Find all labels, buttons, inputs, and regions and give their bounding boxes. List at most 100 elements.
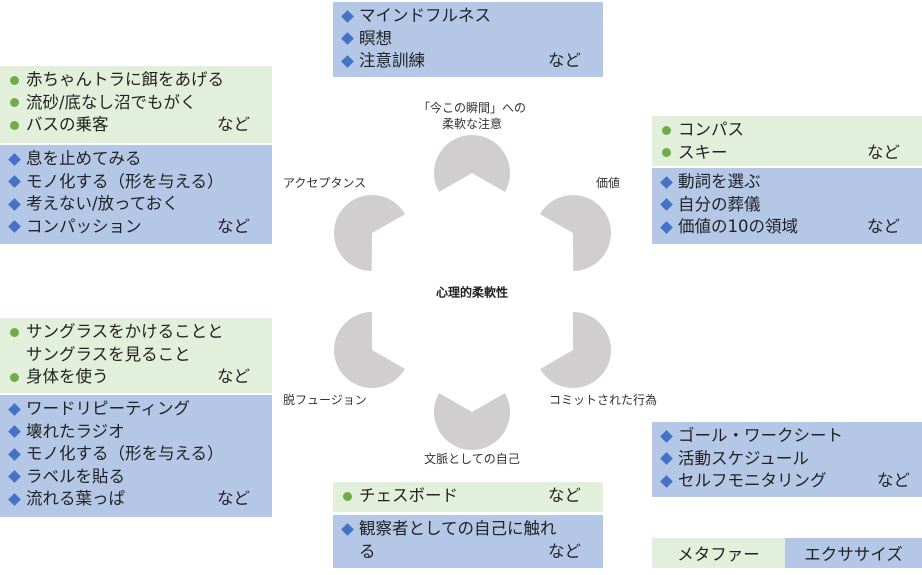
item-text: セルフモニタリング [678,471,827,490]
self-exercises-box: 観察者としての自己に触れる など [333,515,603,568]
item-text: 身体を使う [26,367,109,386]
list-item: 動詞を選ぶ [660,171,900,194]
label-present-moment: 「今この瞬間」への 柔軟な注意 [418,100,526,132]
list-item: 流砂/底なし沼でもがく [8,92,250,115]
acceptance-metaphors-box: 赤ちゃんトラに餌をあげる流砂/底なし沼でもがくバスの乗客 など [0,66,272,143]
item-text: ワードリピーティング [26,399,191,418]
pie-defusion [334,312,405,388]
list-item: 考えない/放っておく [8,193,250,216]
list-item: 価値の10の領域など [660,216,900,239]
item-text: 流砂/底なし沼でもがく [26,92,197,112]
list-item: モノ化する（形を与える） [8,443,250,466]
list-item: 観察者としての自己に触れ [341,518,581,541]
list-item: 息を止めてみる [8,148,250,171]
circle-bullet-icon [10,327,19,337]
item-text: 壊れたラジオ [26,421,125,441]
circle-bullet-icon [10,372,19,382]
list-item: マインドフルネス [341,5,581,28]
item-text: マインドフルネス [359,6,491,25]
pie-acceptance [334,195,406,271]
item-text: ゴール・ワークシート [678,426,843,445]
etc-label: など [867,142,900,162]
list-item: 活動スケジュール [660,448,910,471]
list-item: 身体を使うなど [8,366,250,389]
circle-bullet-icon [662,125,671,135]
list-item: バスの乗客 など [8,114,250,137]
item-text: 観察者としての自己に触れ [359,519,557,538]
list-item: 壊れたラジオ [8,421,250,444]
label-acceptance: アクセプタンス [283,176,367,190]
label-line: 柔軟な注意 [441,117,503,131]
label-self-as-context: 文脈としての自己 [424,452,520,466]
list-item: 流れる葉っぱなど [8,488,250,511]
pie-values [539,195,611,271]
list-item: 自分の葬儀 [660,194,900,217]
item-text: 注意訓練 [359,51,425,70]
label-values: 価値 [596,176,621,190]
list-item: セルフモニタリング など [660,470,910,493]
etc-label: など [217,115,250,134]
diamond-bullet-icon [8,220,21,234]
label-defusion: 脱フュージョン [283,393,367,407]
item-text: る [359,541,376,561]
item-text: サングラスを見ること [26,344,191,364]
etc-label: など [217,216,250,236]
item-text: 活動スケジュール [678,448,809,468]
item-text: コンパス [678,120,744,139]
defusion-metaphors-box: サングラスをかけることとサングラスを見ること身体を使うなど [0,318,272,393]
list-item: 瞑想 [341,28,581,51]
diamond-bullet-icon [8,470,21,484]
self-metaphors-box: チェスボード など [333,482,603,512]
diamond-bullet-icon [8,425,21,439]
committed-exercises-box: ゴール・ワークシート活動スケジュールセルフモニタリング など [652,422,922,497]
diamond-bullet-icon [660,220,673,234]
diamond-bullet-icon [8,402,21,416]
item-text: 瞑想 [359,28,392,48]
defusion-exercises-box: ワードリピーティング壊れたラジオモノ化する（形を与える）ラベルを貼る流れる葉っぱ… [0,395,272,517]
diamond-bullet-icon [660,452,673,466]
item-text: 息を止めてみる [26,149,142,168]
etc-label: など [548,486,581,505]
diamond-bullet-icon [8,175,21,189]
item-text: ラベルを貼る [26,466,125,486]
item-text: 考えない/放っておく [26,194,179,213]
item-text: 流れる葉っぱ [26,489,125,508]
item-text: バスの乗客 [26,115,109,134]
diamond-bullet-icon [660,474,673,488]
item-text: チェスボード [359,486,458,505]
pie-committed [540,311,611,388]
list-item: 注意訓練など [341,50,581,73]
diamond-bullet-icon [8,492,21,506]
legend-exercise: エクササイズ [785,538,922,568]
list-item: ワードリピーティング [8,398,250,421]
list-item: コンパス [660,119,900,142]
diamond-bullet-icon [660,175,673,189]
etc-label: など [548,541,581,561]
circle-bullet-icon [10,98,19,108]
present-exercises-box: マインドフルネス瞑想注意訓練など [333,2,603,77]
circle-bullet-icon [10,75,19,85]
list-item: スキーなど [660,142,900,165]
diamond-bullet-icon [8,447,21,461]
etc-label: など [877,471,910,490]
pie-present [433,135,510,192]
circle-bullet-icon [10,120,19,130]
list-item: モノ化する（形を与える） [8,171,250,194]
list-item: ラベルを貼る [8,466,250,489]
diamond-bullet-icon [341,9,354,23]
list-item: る など [341,541,581,564]
circle-bullet-icon [662,148,671,158]
list-item: ゴール・ワークシート [660,425,910,448]
list-item: 赤ちゃんトラに餌をあげる [8,69,250,92]
list-item: コンパッションなど [8,216,250,239]
center-title: 心理的柔軟性 [435,285,509,300]
values-exercises-box: 動詞を選ぶ自分の葬儀価値の10の領域など [652,168,922,244]
diamond-bullet-icon [341,522,354,536]
label-committed-action: コミットされた行為 [549,393,658,407]
pie-self [434,393,510,450]
item-text: 自分の葬儀 [678,194,761,214]
list-item: サングラスを見ること [8,344,250,367]
diamond-bullet-icon [341,32,354,46]
list-item: サングラスをかけることと [8,321,250,344]
